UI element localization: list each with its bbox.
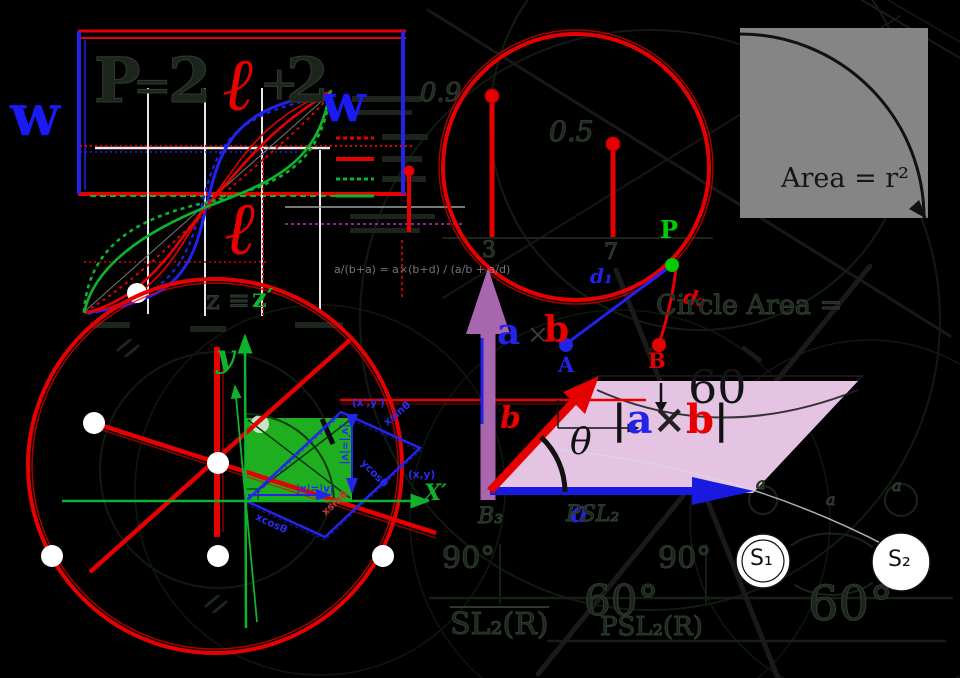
- magnitude-times: ×: [652, 396, 686, 443]
- state-s2-label: S₂: [888, 547, 911, 572]
- ghost-a1-label: a: [755, 474, 766, 493]
- ghost-sl2-label: SL₂(R): [449, 606, 549, 642]
- ghost-formula-p: P: [93, 44, 141, 117]
- white-dot: [83, 412, 105, 434]
- purple-arrow-head-icon: [466, 268, 510, 334]
- magnitude-bar-left: |: [612, 396, 627, 443]
- down-arrow-icon: [655, 402, 667, 413]
- vector-b-head-icon: [563, 376, 599, 414]
- length-label-bottom: ℓ: [224, 186, 255, 272]
- ghost-60-big: 60°: [807, 576, 894, 632]
- theta-arc: [539, 435, 568, 493]
- lollipop-dot: [484, 88, 500, 104]
- v-equality-label: |v′|=|v|: [339, 424, 351, 465]
- white-dot: [41, 545, 63, 567]
- area-caption: Area = r²: [781, 163, 909, 194]
- ghost-b3-label: B₃: [477, 504, 503, 529]
- vector-b-label: b: [500, 401, 521, 436]
- state-s1-label: S₁: [750, 546, 773, 571]
- ghost-value-mid: 0.5: [548, 115, 594, 148]
- ghost-tick-a: 3: [481, 238, 496, 263]
- lollipop-dot: [403, 165, 415, 177]
- magnitude-a: a: [626, 396, 653, 443]
- point-p-dot: [665, 258, 679, 272]
- rotation-circle-figure: [26, 277, 437, 655]
- point-a-label: A: [558, 352, 575, 377]
- ghost-z-label: z ≡: [205, 286, 250, 316]
- white-dot: [372, 545, 394, 567]
- quarter-area-square: [739, 28, 928, 219]
- x-equality-label: |x|=|v|: [296, 483, 334, 495]
- ghost-psl-label: PSL₂: [565, 502, 620, 527]
- theta-label: θ: [570, 422, 592, 463]
- pale-dot: [251, 415, 269, 433]
- plot-legend: [336, 136, 374, 198]
- axb-b-label: b: [544, 309, 570, 351]
- white-dot: [207, 452, 229, 474]
- magnitude-b: b: [686, 396, 714, 443]
- magnitude-label: | a × b |: [612, 400, 729, 440]
- ghost-value-left: 0.9: [419, 78, 462, 108]
- arc-arrowhead-icon: [909, 200, 927, 219]
- length-label-top: ℓ: [222, 42, 253, 128]
- axb-a-label: a: [497, 311, 521, 353]
- automaton-states: [735, 532, 931, 592]
- y-axis: [237, 333, 253, 629]
- faint-formula: a/(b+a) = a×(b+d) / (a/b + a/d): [334, 263, 511, 276]
- ghost-a3-label: a: [891, 476, 902, 495]
- width-label-right: w: [321, 73, 366, 134]
- ghost-a2-label: a: [825, 490, 836, 509]
- x-axis-label: X′: [424, 480, 447, 506]
- lollipop-dot: [605, 136, 621, 152]
- ghost-formula-equals: =: [132, 58, 172, 112]
- distance-circle-figure: [401, 29, 714, 352]
- z-axis: [230, 384, 258, 623]
- ghost-60-small: 60°: [583, 576, 659, 625]
- state-s2: [871, 532, 931, 592]
- magnitude-bar-right: |: [713, 396, 729, 443]
- cross-product-figure: [340, 268, 931, 571]
- point-xy-label: (x,y): [408, 469, 436, 481]
- point-b-label: B: [648, 348, 666, 373]
- y-axis-label: y: [216, 337, 235, 375]
- ghost-formula-plus: +: [259, 56, 299, 110]
- ghost-90-left: 90°: [441, 541, 496, 576]
- point-a-dot: [559, 338, 573, 352]
- width-label-left: w: [10, 81, 60, 149]
- vector-a-label: a: [570, 495, 590, 530]
- angle-60-label: 60: [688, 360, 747, 414]
- axb-times-label: ×: [527, 320, 549, 350]
- ghost-circle-area-caption: Circle Area =: [655, 290, 843, 321]
- ghost-formula-two-b: 2: [285, 44, 330, 117]
- point-p-label: P: [660, 215, 679, 244]
- ghost-90-right: 90°: [657, 541, 712, 576]
- point-xpyp-label: (x′,y′): [352, 397, 385, 409]
- state-s1: [735, 533, 791, 589]
- vector-a-head-icon: [692, 477, 754, 505]
- ghost-tick-b: 7: [603, 240, 618, 265]
- d1-label: d₁: [590, 264, 613, 288]
- z-axis-label: z′: [252, 284, 274, 314]
- vector-b: [487, 395, 580, 494]
- ghost-psl2-label: PSL₂(R): [599, 612, 703, 642]
- point-b-dot: [652, 338, 666, 352]
- ghost-formula-two-a: 2: [167, 44, 212, 117]
- white-dot: [207, 545, 229, 567]
